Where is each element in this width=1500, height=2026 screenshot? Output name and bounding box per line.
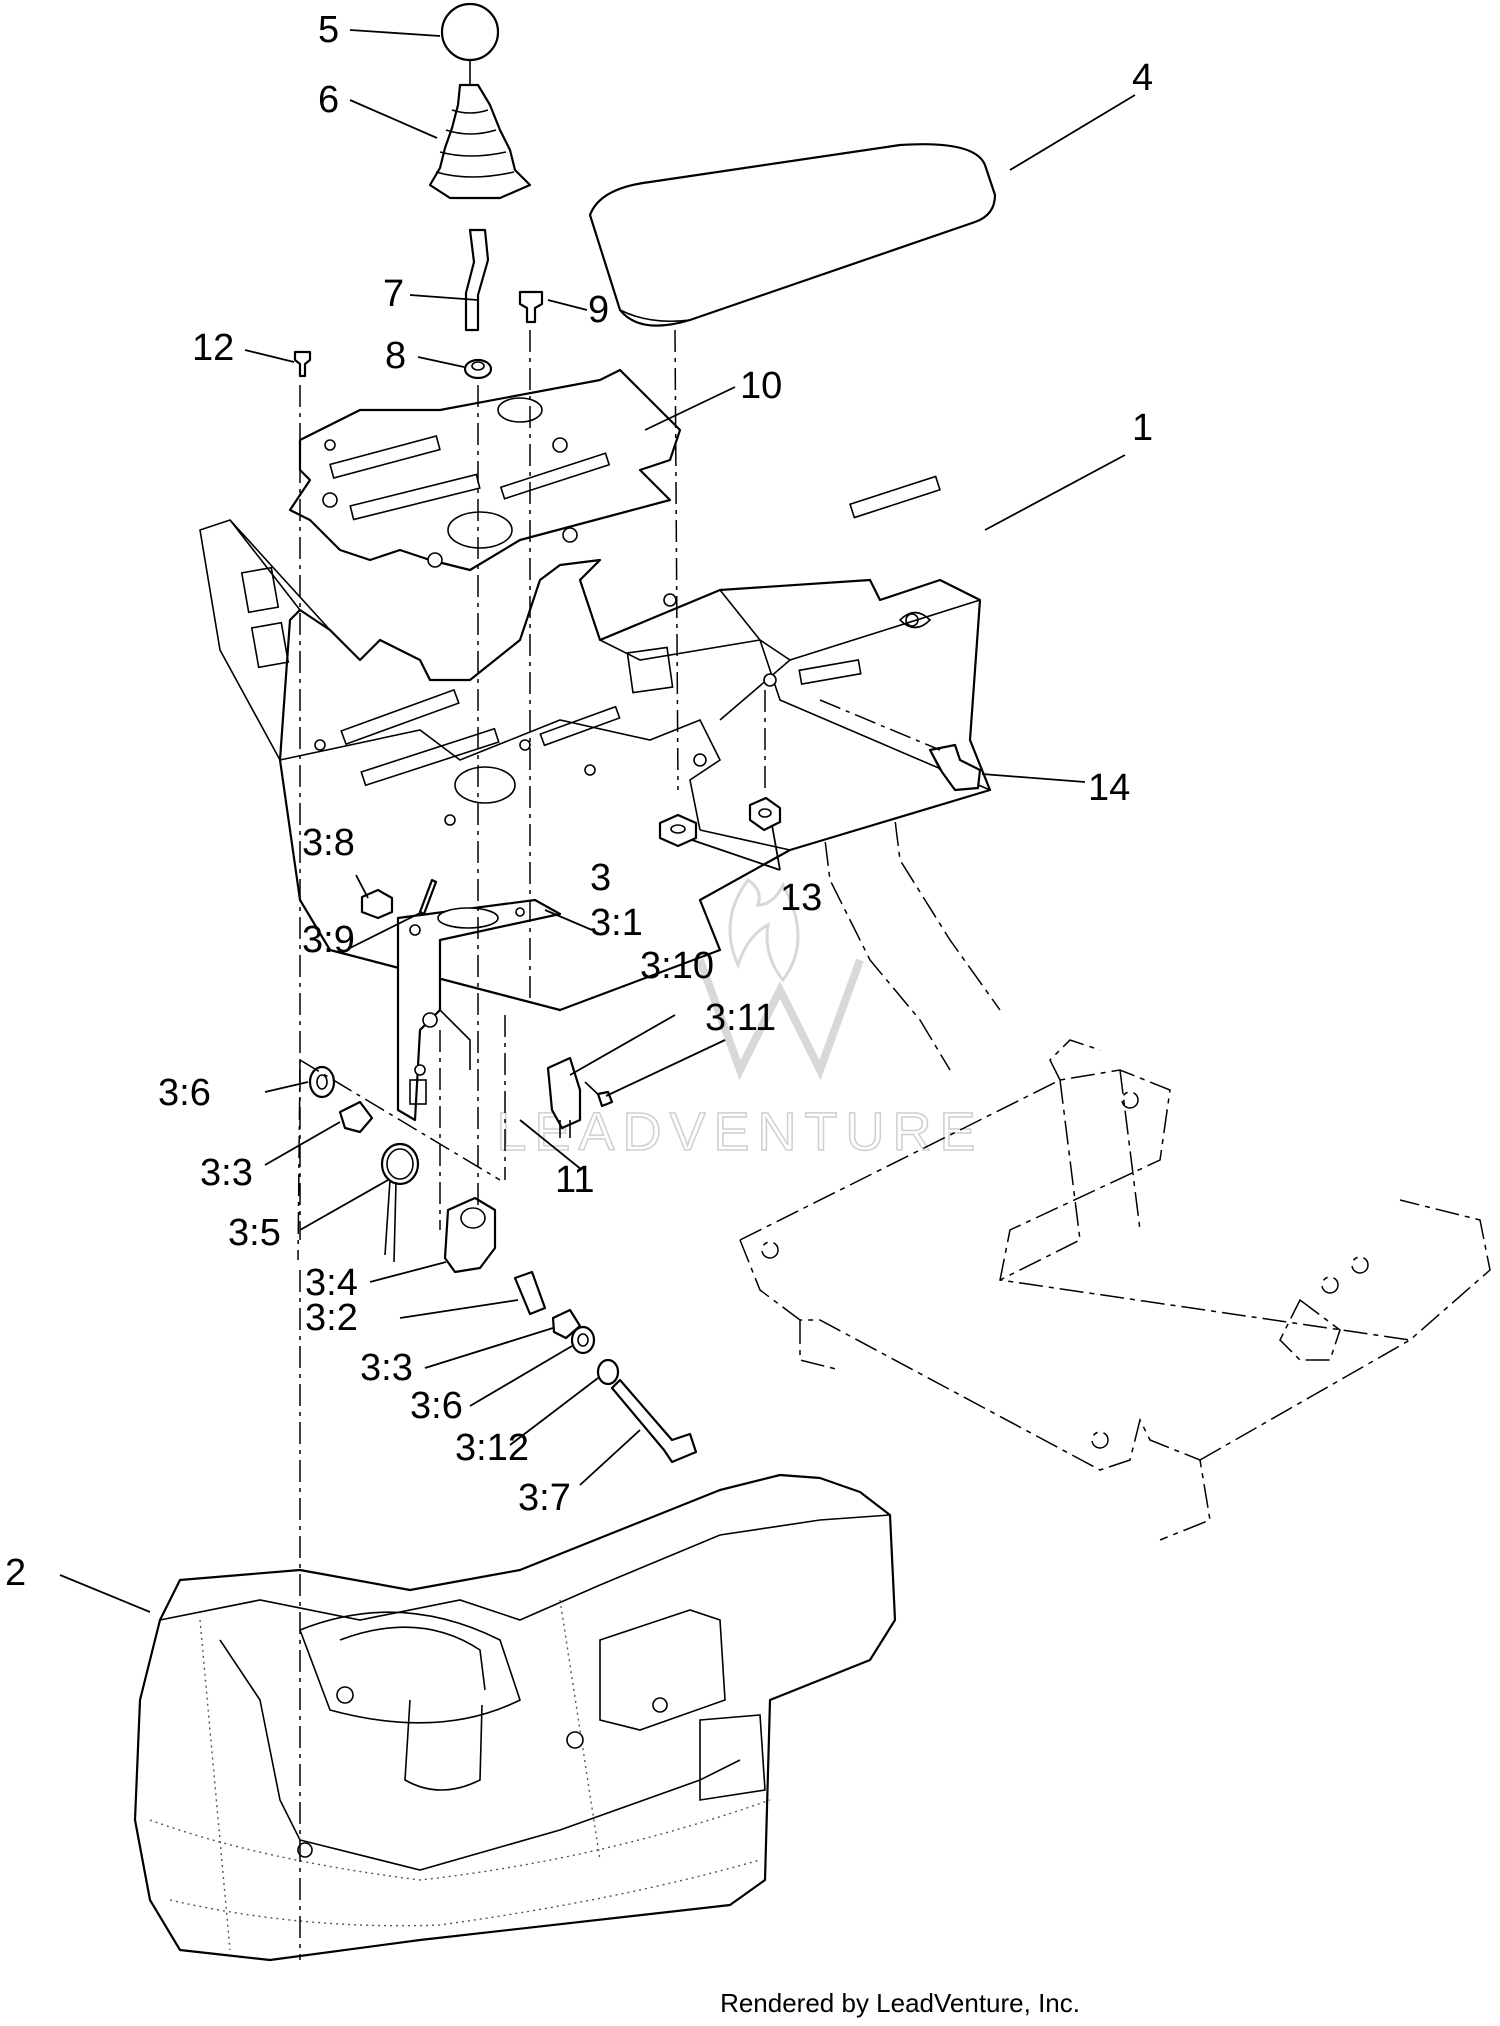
label-12: 12 [192,327,234,369]
label-3-4: 3:4 [305,1262,358,1304]
part-14-bolt [928,743,982,792]
label-3-11: 3:11 [705,997,776,1039]
label-10: 10 [740,365,782,407]
label-1: 1 [1132,407,1153,449]
callout-labels: 1 2 3 3:1 3:2 3:3 3:3 3:4 3:5 3:6 3:6 3:… [5,9,1153,1594]
label-3-1: 3:1 [590,902,643,944]
label-3-9: 3:9 [302,919,355,961]
part-10-control-plate [288,368,682,572]
part-3-shift-assembly [308,878,698,1464]
label-13: 13 [780,877,822,919]
part-9-screw [518,290,544,324]
label-9: 9 [588,289,609,331]
leader-lines [59,29,1136,1613]
label-6: 6 [318,79,339,121]
label-3-6: 3:6 [158,1072,211,1114]
label-3-12: 3:12 [455,1427,529,1469]
label-3-2: 3:2 [305,1297,358,1339]
label-3-7: 3:7 [518,1477,571,1519]
part-7-shift-lever [464,228,490,332]
label-8: 8 [385,335,406,377]
label-3: 3 [590,857,611,899]
frame-phantom-outline [739,699,1491,1541]
alignment-lines [297,329,941,1960]
part-12-screw [293,350,312,378]
render-credit: Rendered by LeadVenture, Inc. [720,1988,1080,2018]
part-4-seat-pad [588,143,997,327]
label-11: 11 [555,1159,594,1201]
part-1-mounting-bracket [199,475,992,1012]
part-5-knob [440,2,500,62]
part-6-boot [428,60,532,200]
label-5: 5 [318,9,339,51]
label-3-6: 3:6 [410,1385,463,1427]
label-7: 7 [383,273,404,315]
label-3-8: 3:8 [302,822,355,864]
label-2: 2 [5,1552,26,1594]
part-8-nut [463,358,493,380]
label-3-5: 3:5 [228,1212,281,1254]
label-3-10: 3:10 [640,945,714,987]
part-13-nuts [658,796,782,848]
label-14: 14 [1088,767,1130,809]
label-3-3: 3:3 [200,1152,253,1194]
label-3-3: 3:3 [360,1347,413,1389]
label-4: 4 [1132,57,1153,99]
part-2-console-cover [133,1473,897,1962]
